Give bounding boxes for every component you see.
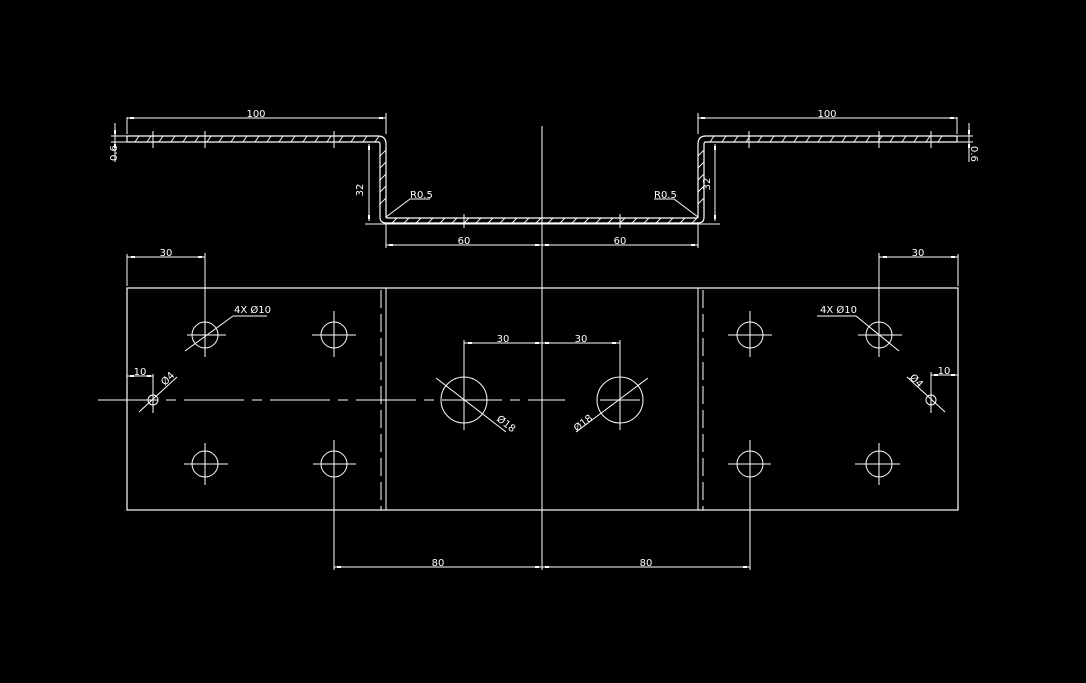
svg-text:Ø18: Ø18 — [571, 412, 595, 434]
right-hole-pattern — [728, 253, 937, 570]
dim-center-offsets: 30 30 — [464, 334, 620, 345]
svg-text:80: 80 — [640, 558, 653, 569]
svg-text:10: 10 — [938, 366, 951, 377]
dim-right-flange-length: 100 — [697, 109, 958, 134]
svg-text:0.6: 0.6 — [968, 146, 979, 162]
svg-text:R0.5: R0.5 — [654, 190, 677, 201]
svg-text:100: 100 — [246, 109, 265, 120]
dim-right-radius: R0.5 — [654, 190, 699, 218]
bottom-web — [365, 214, 720, 228]
dim-right-thickness: 0.6 — [957, 123, 979, 162]
svg-text:60: 60 — [614, 236, 627, 247]
svg-text:32: 32 — [355, 184, 366, 197]
dim-left-flange-length: 100 — [126, 109, 387, 134]
dim-right-height: 32 — [702, 144, 716, 221]
svg-text:30: 30 — [575, 334, 588, 345]
svg-text:100: 100 — [817, 109, 836, 120]
svg-text:60: 60 — [458, 236, 471, 247]
plan-view: 4X Ø10 30 10 Ø4 — [98, 248, 959, 570]
callout-center-left-d18: Ø18 — [435, 377, 518, 435]
left-hole-pattern — [147, 253, 356, 570]
svg-text:30: 30 — [160, 248, 173, 259]
dim-right-small-offset: 10 — [931, 366, 958, 377]
plate-outline — [126, 287, 959, 511]
center-hole-pattern — [440, 340, 644, 430]
dim-left-radius: R0.5 — [385, 190, 433, 218]
right-flange — [697, 131, 958, 217]
callout-right-4x-d10: 4X Ø10 — [817, 304, 900, 352]
svg-text:10: 10 — [134, 367, 147, 378]
svg-text:Ø4: Ø4 — [159, 370, 178, 389]
callout-left-4x-d10: 4X Ø10 — [184, 304, 271, 352]
dim-left-thickness: 0.6 — [109, 123, 127, 162]
callout-center-right-d18: Ø18 — [571, 377, 649, 434]
svg-text:32: 32 — [702, 178, 713, 191]
dim-left-small-offset: 10 — [127, 367, 153, 378]
dim-bottom-spans: 80 80 — [333, 510, 750, 570]
left-flange — [126, 131, 387, 217]
svg-text:30: 30 — [497, 334, 510, 345]
dim-left-edge-offset: 30 — [126, 248, 205, 286]
svg-text:0.6: 0.6 — [109, 145, 120, 161]
dim-right-edge-offset: 30 — [879, 248, 959, 286]
svg-text:30: 30 — [912, 248, 925, 259]
dim-bottom-web: 60 60 — [385, 224, 699, 248]
svg-text:R0.5: R0.5 — [410, 190, 433, 201]
callout-right-d4: Ø4 — [906, 372, 946, 413]
profile-view: 100 0.6 32 R0.5 R0.5 — [109, 109, 979, 570]
svg-text:80: 80 — [432, 558, 445, 569]
svg-text:4X Ø10: 4X Ø10 — [820, 304, 857, 316]
dim-left-height: 32 — [355, 144, 370, 221]
svg-text:Ø4: Ø4 — [907, 372, 926, 391]
svg-text:4X Ø10: 4X Ø10 — [234, 304, 271, 316]
